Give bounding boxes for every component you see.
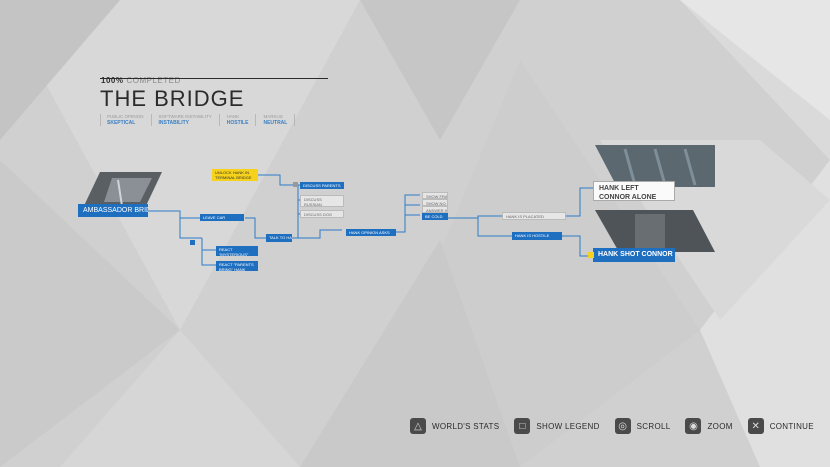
node-discuss-dog[interactable]: DISCUSS DOG <box>300 210 344 218</box>
scene-thumbnail-ending-1 <box>595 145 715 187</box>
left-stick-icon: ◉ <box>685 418 702 434</box>
zoom-button[interactable]: ◉ ZOOM <box>685 418 732 434</box>
choice-marker-icon <box>190 240 195 245</box>
node-discuss-russian[interactable]: DISCUSS RUSSIAN ROULETTE <box>300 195 344 207</box>
show-legend-button[interactable]: □ SHOW LEGEND <box>514 418 599 434</box>
world-stats-button[interactable]: △ WORLD'S STATS <box>410 418 499 434</box>
triangle-icon: △ <box>410 418 426 434</box>
node-leave-car[interactable]: LEAVE CAR <box>200 214 244 221</box>
ending-hank-shot-connor[interactable]: HANK SHOT CONNOR <box>593 248 675 262</box>
cross-icon: ✕ <box>747 418 764 434</box>
node-discuss-parents[interactable]: DISCUSS PARENTS <box>300 182 344 189</box>
node-ambassador-bridge[interactable]: AMBASSADOR BRIDGE <box>78 204 148 217</box>
choice-4[interactable]: BE COLD <box>422 213 448 220</box>
ending-hank-left-connor[interactable]: HANK LEFT CONNOR ALONE <box>593 181 675 201</box>
header-divider <box>100 78 328 79</box>
square-icon: □ <box>514 418 531 434</box>
controls-bar: △ WORLD'S STATS □ SHOW LEGEND ◎ SCROLL ◉… <box>410 418 829 434</box>
node-talk-to-hank[interactable]: TALK TO HANK <box>266 234 292 242</box>
choice-2[interactable]: SHOW NO FEAR <box>422 199 448 206</box>
choice-3[interactable]: ANSWER HONESTLY <box>422 206 448 213</box>
right-stick-icon: ◎ <box>614 418 631 434</box>
node-react-2[interactable]: REACT "PARENTS BRING" HANK <box>216 261 258 271</box>
lock-icon <box>293 182 298 187</box>
node-react-1[interactable]: REACT "MYSTERIOUS" HANK <box>216 246 258 256</box>
node-unlock-hank[interactable]: UNLOCK HANK IN TERMINAL BRIDGE <box>212 169 258 181</box>
continue-button[interactable]: ✕ CONTINUE <box>747 418 814 434</box>
scroll-button[interactable]: ◎ SCROLL <box>614 418 671 434</box>
ending-marker-icon <box>588 252 594 258</box>
chapter-title: THE BRIDGE <box>100 86 245 111</box>
scene-thumbnail-ending-2 <box>595 210 715 252</box>
scene-thumbnail-bridge <box>82 172 162 210</box>
node-hank-hostile[interactable]: HANK IS HOSTILE <box>512 232 562 240</box>
node-hank-opinion[interactable]: HANK OPINION ASKS <box>346 229 396 236</box>
node-hank-placated[interactable]: HANK IS PLACATED <box>502 212 566 220</box>
completion-percentage: 100%COMPLETED <box>101 76 181 85</box>
choice-1[interactable]: SHOW FRAME <box>422 192 448 199</box>
